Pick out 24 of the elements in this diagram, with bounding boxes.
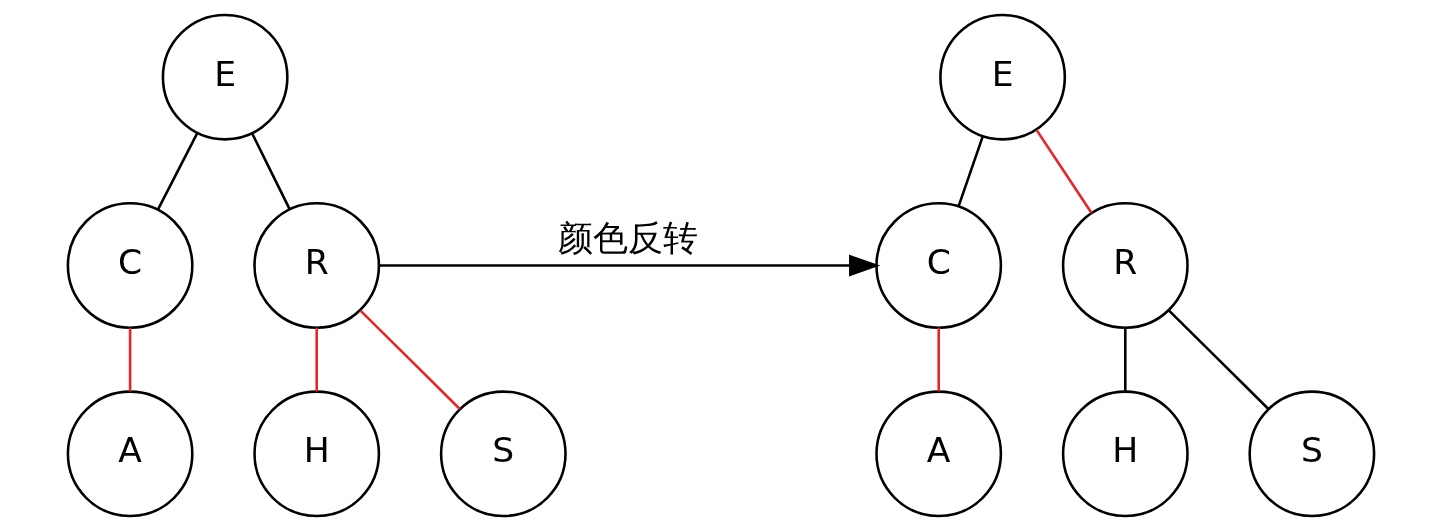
connector (1123, 327, 1127, 392)
node-circle: R (1061, 202, 1189, 329)
connector (1167, 309, 1269, 410)
arrow (378, 254, 880, 277)
connector (359, 309, 461, 410)
node-circle: H (1061, 390, 1189, 518)
node-circle: S (1247, 390, 1375, 518)
connector (314, 327, 318, 392)
node-circle: A (874, 390, 1002, 518)
connector (250, 132, 291, 210)
node-circle: E (161, 13, 289, 141)
node-circle: H (252, 390, 380, 518)
node-circle: R (252, 202, 380, 329)
node-circle: A (66, 390, 194, 518)
connector (156, 132, 199, 210)
connector (1034, 129, 1093, 214)
node-circle: C (874, 202, 1002, 329)
edge-label: 颜色反转 (557, 217, 698, 258)
connector (128, 327, 131, 392)
node-circle: C (66, 202, 194, 329)
connector (936, 327, 940, 392)
connector (956, 135, 984, 207)
node-circle: E (938, 13, 1066, 141)
node-circle: S (439, 390, 567, 518)
